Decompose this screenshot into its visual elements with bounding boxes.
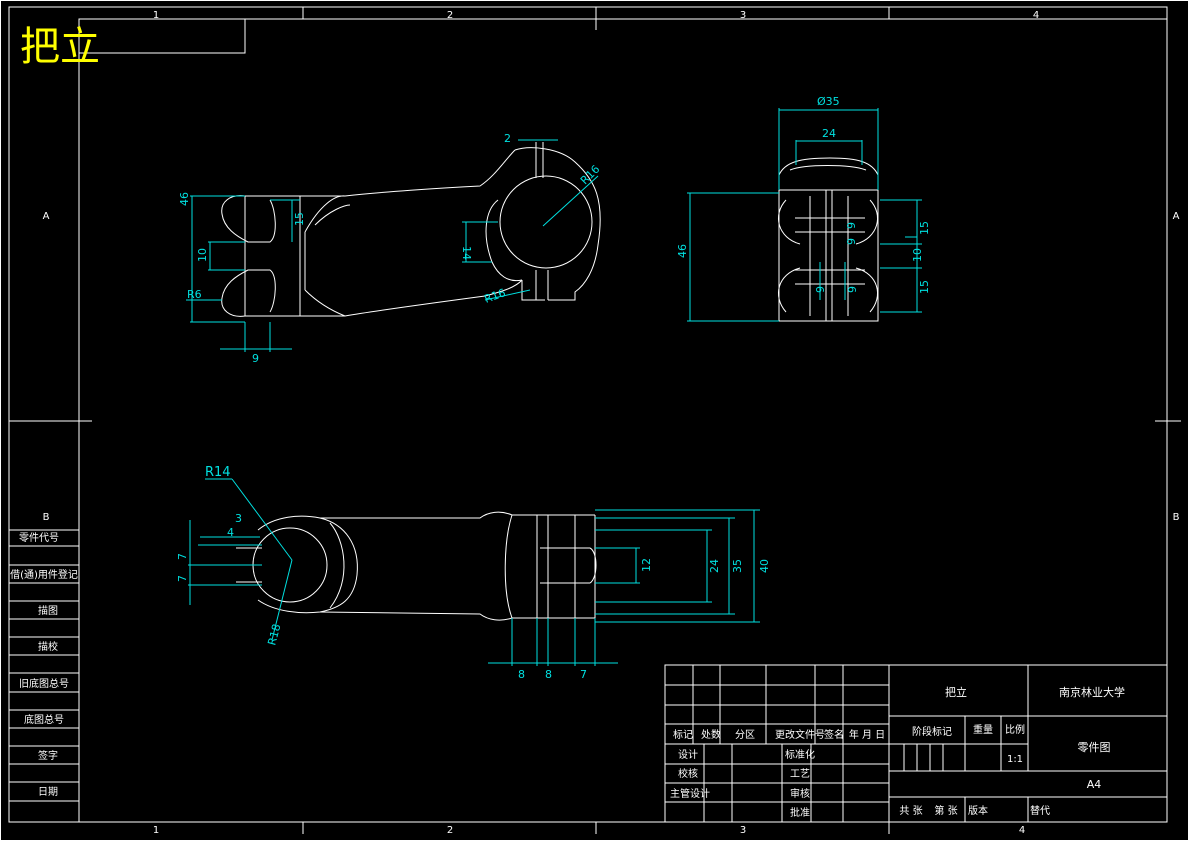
zone-col-4-top: 4: [1033, 10, 1039, 21]
tb-drawing-type: 零件图: [1078, 741, 1111, 754]
dim-end-6-c: 6: [813, 286, 826, 293]
end-view-dims: [687, 108, 922, 322]
top-view: [236, 511, 597, 621]
dim-top-7-a: 7: [176, 553, 189, 560]
tb-label-chief-design: 主管设计: [670, 787, 710, 800]
tb-scale-value: 1:1: [1007, 754, 1023, 765]
dim-side-r16-top: R16: [578, 163, 602, 187]
dim-side-10: 10: [196, 248, 209, 262]
drawing-title: 把立: [20, 24, 100, 70]
dim-top-8-a: 8: [518, 668, 525, 681]
end-view: [778, 157, 879, 322]
dim-top-40: 40: [758, 559, 771, 573]
dim-side-r16-bottom: R16: [483, 286, 508, 306]
dim-top-12: 12: [640, 558, 653, 572]
dim-end-10: 10: [911, 248, 924, 262]
tb-weight-label: 重量: [973, 723, 993, 736]
dim-top-24: 24: [708, 559, 721, 573]
dim-side-46: 46: [178, 192, 191, 206]
tb-label-review: 审核: [790, 787, 810, 800]
side-view-dims: [186, 139, 599, 352]
dim-top-r18: R18: [265, 623, 283, 647]
dim-side-9: 9: [252, 352, 259, 365]
tb-school: 南京林业大学: [1059, 685, 1125, 699]
side-label-old-base-no: 旧底图总号: [19, 677, 69, 690]
zone-col-4-bottom: 4: [1019, 825, 1025, 836]
tb-sheet-size: A4: [1087, 778, 1102, 791]
tb-label-design: 设计: [678, 748, 698, 761]
zone-col-2-bottom: 2: [447, 825, 453, 836]
zone-row-a-right: A: [1173, 211, 1180, 222]
sheet-frame: [8, 6, 1168, 823]
tb-label-check: 校核: [678, 767, 698, 780]
zone-row-b-right: B: [1173, 512, 1180, 523]
tb-label-approve: 批准: [790, 806, 810, 819]
side-label-signature: 签字: [38, 749, 58, 762]
tb-replaces: 替代: [1030, 804, 1050, 817]
zone-row-b-left: B: [43, 512, 50, 523]
dim-side-2: 2: [504, 132, 511, 145]
tb-stage-label: 阶段标记: [912, 725, 952, 738]
dim-side-r6: R6: [187, 288, 202, 301]
tb-scale-label: 比例: [1005, 723, 1025, 736]
tb-label-standard: 标准化: [785, 748, 815, 761]
side-label-borrowed-part: 借(通)用件登记: [10, 568, 78, 581]
dim-top-7-c: 7: [580, 668, 587, 681]
dim-end-dia35: Ø35: [817, 95, 840, 108]
tb-total-sheets: 共 张: [899, 805, 922, 817]
side-table: [9, 529, 79, 802]
title-box: [78, 18, 246, 54]
dim-end-15-top: 15: [918, 221, 931, 235]
zone-ticks: [9, 7, 1181, 834]
tb-rev-sign: 签名: [824, 728, 844, 741]
tb-rev-date: 年 月 日: [849, 728, 885, 741]
dim-top-r14: R14: [205, 465, 231, 480]
top-view-dims: [188, 478, 760, 666]
zone-col-3-top: 3: [740, 10, 746, 21]
dim-end-24: 24: [822, 127, 836, 140]
side-label-trace-check: 描校: [38, 640, 58, 653]
side-label-part-code: 零件代号: [19, 532, 59, 544]
dim-end-6-a: 6: [844, 222, 857, 229]
dim-end-6-b: 6: [844, 238, 857, 245]
dim-side-14: 14: [460, 246, 473, 260]
tb-rev-zone: 分区: [735, 729, 755, 741]
dim-end-46: 46: [676, 244, 689, 258]
tb-rev-count: 处数: [701, 728, 721, 741]
zone-col-3-bottom: 3: [740, 825, 746, 836]
dim-end-15-bottom: 15: [918, 280, 931, 294]
side-label-date: 日期: [38, 786, 58, 798]
tb-part-name: 把立: [945, 685, 967, 699]
zone-col-2-top: 2: [447, 10, 453, 21]
side-label-tracing: 描图: [38, 604, 58, 617]
tb-version: 版本: [968, 804, 988, 817]
title-block: [664, 664, 1168, 823]
tb-rev-doc: 更改文件号: [775, 728, 825, 741]
side-view: [221, 142, 601, 317]
dim-top-35: 35: [731, 559, 744, 573]
tb-rev-mark: 标记: [673, 729, 693, 741]
dim-side-15: 15: [293, 212, 306, 226]
dim-top-3: 3: [235, 512, 242, 525]
tb-label-process: 工艺: [790, 768, 810, 780]
zone-col-1-bottom: 1: [153, 825, 159, 836]
zone-row-a-left: A: [43, 211, 50, 222]
dim-top-4: 4: [227, 526, 234, 539]
dim-end-6-d: 6: [845, 286, 858, 293]
dim-top-8-b: 8: [545, 668, 552, 681]
side-label-base-no: 底图总号: [24, 713, 64, 726]
tb-sheet-no: 第 张: [934, 804, 957, 817]
dim-top-7-b: 7: [176, 575, 189, 582]
drawing-frame: [78, 18, 1168, 823]
zone-col-1-top: 1: [153, 10, 159, 21]
